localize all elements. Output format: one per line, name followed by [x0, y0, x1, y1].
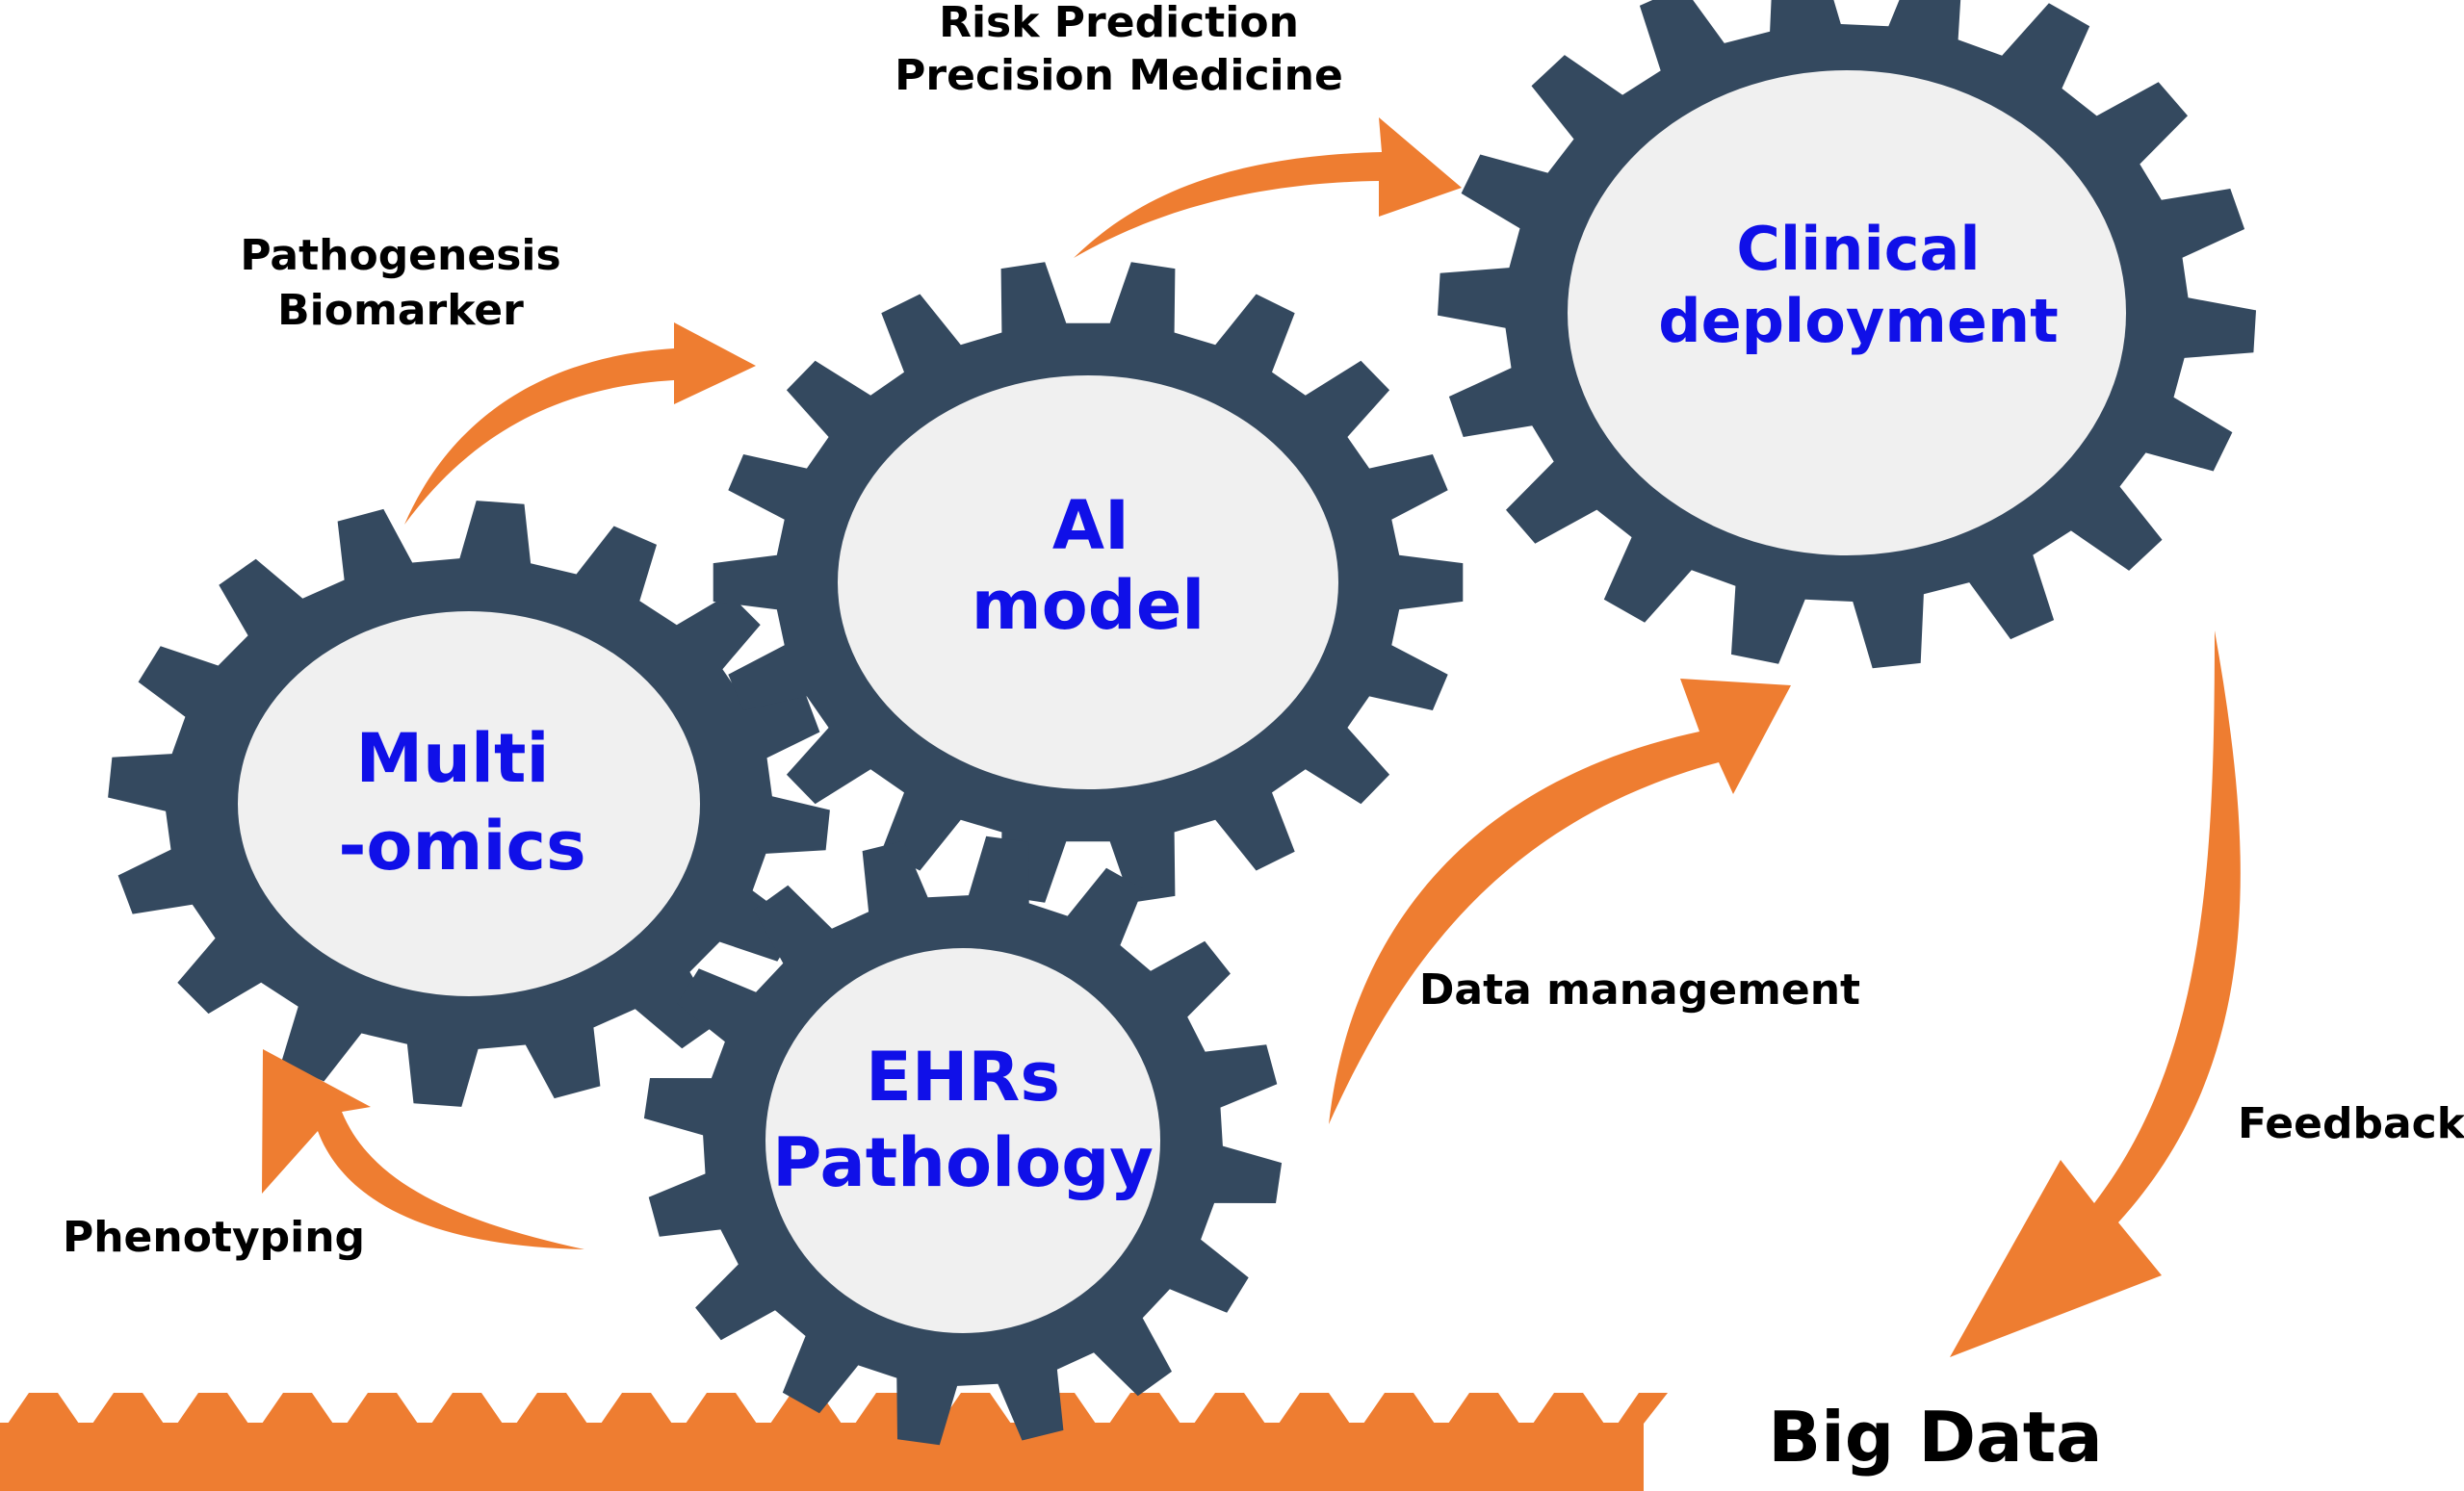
label-feedback: Feedback	[2238, 1099, 2464, 1148]
big-data-rack	[0, 1393, 1668, 1491]
rack-tooth	[1448, 1393, 1519, 1424]
arrow-phenotyping	[262, 1049, 584, 1249]
pathology-line2: Pathology	[772, 1123, 1154, 1202]
gear-labels: Multi -omics AI model EHRs Pathology Cli…	[338, 214, 2058, 1202]
rack-tooth	[1533, 1393, 1604, 1424]
rack-tooth	[686, 1393, 757, 1424]
multi-omics-line2: -omics	[338, 807, 585, 886]
gear-ehrs-pathology-face	[765, 948, 1160, 1333]
clinical-line1: Clinical	[1736, 214, 1980, 284]
arrow-pathogenesis	[404, 322, 756, 525]
rack-tooth	[431, 1393, 503, 1424]
rack-tooth	[262, 1393, 333, 1424]
ehrs-line1: EHRs	[866, 1038, 1060, 1117]
rack-tooth	[1109, 1393, 1180, 1424]
gear-clinical-deployment	[1438, 0, 2256, 669]
rack-tooth	[8, 1393, 79, 1424]
gear-ai-model	[713, 262, 1464, 903]
rack-tooth	[92, 1393, 164, 1424]
gear-clinical-deployment-face	[1568, 70, 2126, 555]
deployment-line2: deployment	[1658, 286, 2059, 356]
ai-model-line2: model	[972, 566, 1206, 645]
label-biomarker: Biomarker	[277, 286, 524, 335]
label-big-data: Big Data	[1768, 1397, 2103, 1478]
arrow-risk-prediction	[1074, 117, 1462, 258]
arrow-labels: Pathogenesis Biomarker Risk Prediction P…	[63, 0, 2464, 1478]
ai-model-line1: AI	[1052, 486, 1129, 565]
rack-tooth	[1279, 1393, 1350, 1424]
rack-tooth	[601, 1393, 672, 1424]
arrow-feedback	[1950, 630, 2241, 1357]
rack-tooth	[1194, 1393, 1265, 1424]
multi-omics-line1: Multi	[356, 719, 550, 798]
arrows	[262, 117, 2241, 1357]
label-phenotyping: Phenotyping	[63, 1213, 365, 1262]
rack-tooth	[516, 1393, 587, 1424]
label-pathogenesis: Pathogenesis	[240, 231, 560, 280]
gear-multi-omics-face	[238, 611, 700, 996]
rack-tooth	[940, 1393, 1011, 1424]
rack-tooth	[177, 1393, 248, 1424]
rack-tooth	[1363, 1393, 1435, 1424]
gear-ai-model-face	[838, 375, 1338, 789]
gear-multi-omics	[108, 501, 830, 1107]
label-precision-medicine: Precision Medicine	[895, 51, 1343, 100]
gear-ehrs-pathology	[643, 835, 1283, 1446]
label-data-management: Data management	[1419, 965, 1860, 1015]
rack-teeth	[8, 1393, 1668, 1424]
rack-tooth	[347, 1393, 418, 1424]
rack-base	[0, 1423, 1644, 1491]
label-risk-prediction: Risk Prediction	[939, 0, 1299, 47]
rack-tooth	[1618, 1393, 1668, 1424]
arrow-data-management	[1329, 679, 1791, 1124]
